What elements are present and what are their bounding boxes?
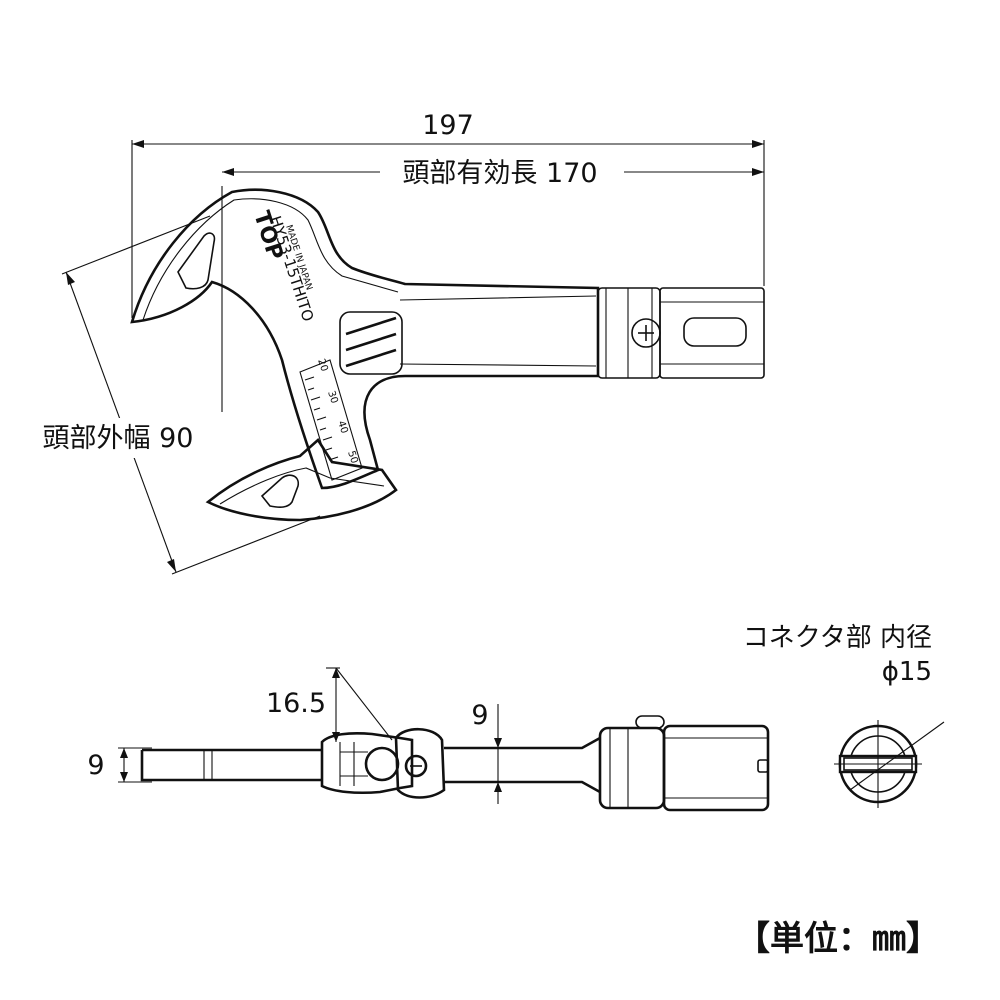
phillips-screw <box>631 318 661 348</box>
head-thickness-label: 16.5 <box>266 688 326 719</box>
scale-label-30: 30 <box>325 390 339 406</box>
scale-strip <box>299 359 363 481</box>
lower-jaw-inner <box>219 467 385 505</box>
lower-jaw-pocket <box>260 474 300 508</box>
head-effective-length-label: 頭部有効長 170 <box>402 158 597 189</box>
wrench-top-view: TOP HY53-15THITO MADE IN JAPAN 20 30 40 … <box>130 188 765 522</box>
dimension-head-outer-width: 頭部外幅 90 <box>34 215 321 575</box>
scale-label-20: 20 <box>315 358 329 374</box>
upper-jaw-inner <box>142 198 399 321</box>
wrench-side-view: 9 16.5 9 <box>87 667 770 812</box>
worm-screw <box>339 311 403 375</box>
connector-end-view: コネクタ部 内径 ϕ15 <box>743 623 945 808</box>
diameter-leader <box>849 721 945 791</box>
connector-diameter-label: ϕ15 <box>882 657 932 687</box>
side-shaft <box>444 736 601 794</box>
upper-jaw-outline <box>130 188 600 490</box>
unit-note: 【単位：㎜】 <box>736 919 940 959</box>
shaft-thickness-label: 9 <box>471 700 488 731</box>
side-handle-tip <box>140 748 322 782</box>
dimension-head-effective-length: 頭部有効長 170 <box>221 158 764 412</box>
side-worm-housing <box>394 727 446 799</box>
side-connector-body <box>662 724 770 812</box>
scale-label-40: 40 <box>335 420 349 436</box>
upper-jaw-pocket <box>177 232 216 290</box>
worm-threads <box>345 316 397 368</box>
handle-inner-line <box>399 295 597 367</box>
dimension-overall: 197 <box>131 110 765 318</box>
lower-jaw-outline <box>205 438 398 522</box>
head-outer-width-label: 頭部外幅 90 <box>43 423 194 454</box>
scale-label-50: 50 <box>345 450 359 466</box>
handle-thickness-label: 9 <box>87 750 104 781</box>
connector-label: コネクタ部 内径 <box>743 623 932 653</box>
dimension-197: 197 <box>422 110 474 141</box>
scale-ticks <box>304 376 339 461</box>
